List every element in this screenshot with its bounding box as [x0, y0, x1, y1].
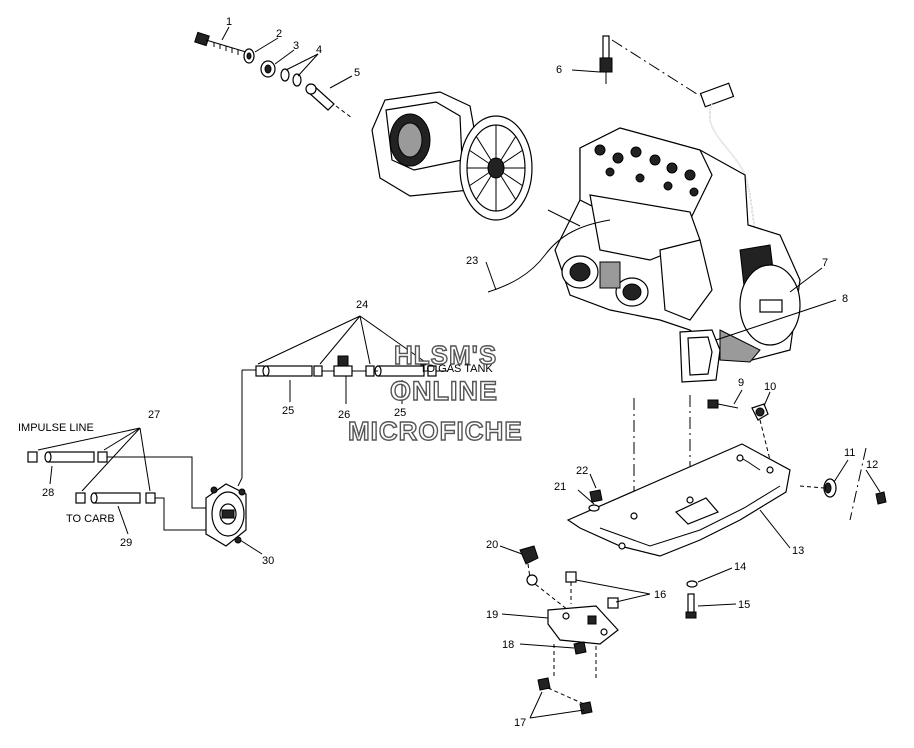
bolt-15 — [685, 593, 697, 619]
spark-plug-6 — [599, 35, 613, 84]
hose-25a — [262, 365, 313, 377]
tee-fitting-26 — [333, 355, 353, 377]
cap-20 — [519, 545, 539, 565]
fuel-pump-30 — [205, 483, 247, 547]
fitting-24c — [365, 365, 375, 377]
bolt-1 — [194, 31, 247, 55]
label-to-carb: TO CARB — [66, 513, 115, 525]
engine-plate-13 — [566, 443, 791, 557]
callout-8: 8 — [842, 293, 848, 305]
harness-23 — [487, 219, 611, 293]
nut-10 — [751, 403, 769, 421]
rope-handle-8 — [679, 329, 721, 383]
callout-7: 7 — [822, 257, 828, 269]
watermark-line1: HLSM'S — [394, 340, 497, 370]
callout-23: 23 — [466, 255, 478, 267]
nut-17b — [579, 701, 593, 715]
fitting-27d — [145, 492, 156, 504]
o-rings-4 — [280, 68, 302, 87]
callout-16: 16 — [654, 589, 666, 601]
label-to-gas-tank: TO GAS TANK — [420, 363, 493, 375]
callout-17: 17 — [514, 717, 526, 729]
callout-4: 4 — [316, 44, 322, 56]
nut-17a — [537, 677, 551, 691]
callout-14: 14 — [734, 561, 746, 573]
fitting-24b — [313, 365, 323, 377]
drive-clutch — [371, 91, 533, 221]
watermark-line2: ONLINE — [390, 376, 498, 406]
callout-18: 18 — [502, 639, 514, 651]
callout-22: 22 — [576, 465, 588, 477]
nut-22 — [589, 489, 603, 503]
callout-27: 27 — [148, 409, 160, 421]
hose-29 — [90, 492, 141, 504]
nut-16c — [587, 615, 597, 625]
callout-3: 3 — [293, 40, 299, 52]
label-impulse-line: IMPULSE LINE — [18, 422, 94, 434]
washer-21 — [588, 504, 600, 512]
callout-29: 29 — [120, 537, 132, 549]
grommet-11 — [823, 478, 837, 498]
watermark-line3: MICROFICHE — [348, 416, 523, 446]
fitting-27a — [27, 451, 38, 463]
nut-12 — [875, 491, 887, 505]
stud-16a — [565, 571, 577, 604]
washer-14 — [686, 580, 698, 588]
callout-25b: 25 — [394, 407, 406, 419]
callout-5: 5 — [354, 67, 360, 79]
bolt-9 — [707, 399, 739, 409]
callout-24: 24 — [356, 299, 368, 311]
hose-28 — [44, 451, 95, 463]
callout-6: 6 — [556, 64, 562, 76]
callout-15: 15 — [738, 599, 750, 611]
washer-2 — [243, 48, 255, 64]
callout-2: 2 — [276, 28, 282, 40]
callout-28: 28 — [42, 487, 54, 499]
sleeve-5 — [305, 83, 335, 111]
callout-21: 21 — [554, 481, 566, 493]
stud-16b — [607, 597, 619, 609]
callout-26: 26 — [338, 409, 350, 421]
callout-30: 30 — [262, 555, 274, 567]
callout-19: 19 — [486, 609, 498, 621]
callout-10: 10 — [764, 381, 776, 393]
callout-20: 20 — [486, 539, 498, 551]
callout-9: 9 — [738, 377, 744, 389]
callout-1: 1 — [226, 16, 232, 28]
callout-25a: 25 — [282, 405, 294, 417]
spacer-3 — [260, 60, 276, 78]
callout-13: 13 — [792, 545, 804, 557]
fitting-27c — [75, 492, 86, 504]
nut-18 — [573, 641, 587, 655]
callout-12: 12 — [866, 459, 878, 471]
bracket-19 — [547, 605, 619, 645]
callout-11: 11 — [844, 447, 855, 459]
engine — [554, 127, 801, 363]
fitting-27b — [97, 451, 108, 463]
leader-lines — [49, 26, 881, 719]
nut-20b — [526, 574, 538, 586]
